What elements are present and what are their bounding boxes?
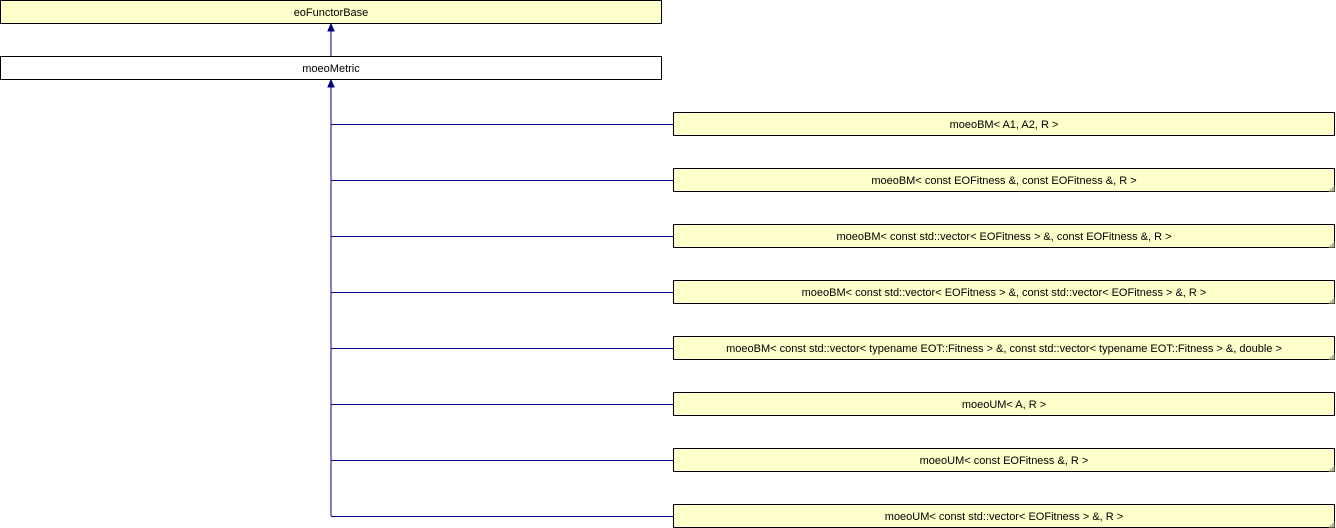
node-box	[673, 448, 1335, 472]
derived-classes: moeoBM< A1, A2, R > moeoBM< const EOFitne…	[331, 112, 1335, 528]
edge-metric-to-functorbase	[327, 22, 335, 56]
node-label-derived-class: moeoUM< const std::vector< EOFitness > &…	[885, 511, 1123, 523]
folded-corner-icon	[1328, 185, 1335, 192]
node-label-derived-class: moeoBM< const EOFitness &, const EOFitne…	[871, 175, 1136, 187]
node-box	[673, 168, 1335, 192]
node-derived-class[interactable]: moeoBM< const std::vector< EOFitness > &…	[331, 224, 1335, 248]
node-box	[673, 392, 1335, 416]
node-derived-class[interactable]: moeoUM< const EOFitness &, R >	[331, 448, 1335, 472]
node-moeometric[interactable]: moeoMetric	[0, 56, 662, 80]
node-eofunctorbase[interactable]: eoFunctorBase	[0, 0, 662, 24]
node-label-derived-class: moeoBM< const std::vector< EOFitness > &…	[836, 231, 1171, 243]
edge-trunk	[327, 78, 335, 516]
node-derived-class[interactable]: moeoUM< const std::vector< EOFitness > &…	[331, 504, 1335, 528]
node-label-moeometric: moeoMetric	[302, 63, 360, 75]
node-derived-class[interactable]: moeoBM< A1, A2, R >	[331, 112, 1335, 136]
node-box	[673, 336, 1335, 360]
node-label-derived-class: moeoBM< const std::vector< typename EOT:…	[726, 343, 1282, 355]
node-derived-class[interactable]: moeoUM< A, R >	[331, 392, 1335, 416]
node-label-derived-class: moeoBM< A1, A2, R >	[950, 119, 1059, 131]
node-label-eofunctorbase: eoFunctorBase	[294, 7, 369, 19]
folded-corner-icon	[1328, 241, 1335, 248]
node-label-derived-class: moeoUM< A, R >	[962, 399, 1046, 411]
node-derived-class[interactable]: moeoBM< const std::vector< typename EOT:…	[331, 336, 1335, 360]
folded-corner-icon	[1328, 353, 1335, 360]
node-box	[673, 112, 1335, 136]
node-box	[673, 224, 1335, 248]
folded-corner-icon	[1328, 465, 1335, 472]
node-derived-class[interactable]: moeoBM< const std::vector< EOFitness > &…	[331, 280, 1335, 304]
node-box	[673, 280, 1335, 304]
node-label-derived-class: moeoBM< const std::vector< EOFitness > &…	[802, 287, 1207, 299]
folded-corner-icon	[1328, 297, 1335, 304]
node-label-derived-class: moeoUM< const EOFitness &, R >	[920, 455, 1089, 467]
node-derived-class[interactable]: moeoBM< const EOFitness &, const EOFitne…	[331, 168, 1335, 192]
folded-corner-icon	[1328, 521, 1335, 528]
